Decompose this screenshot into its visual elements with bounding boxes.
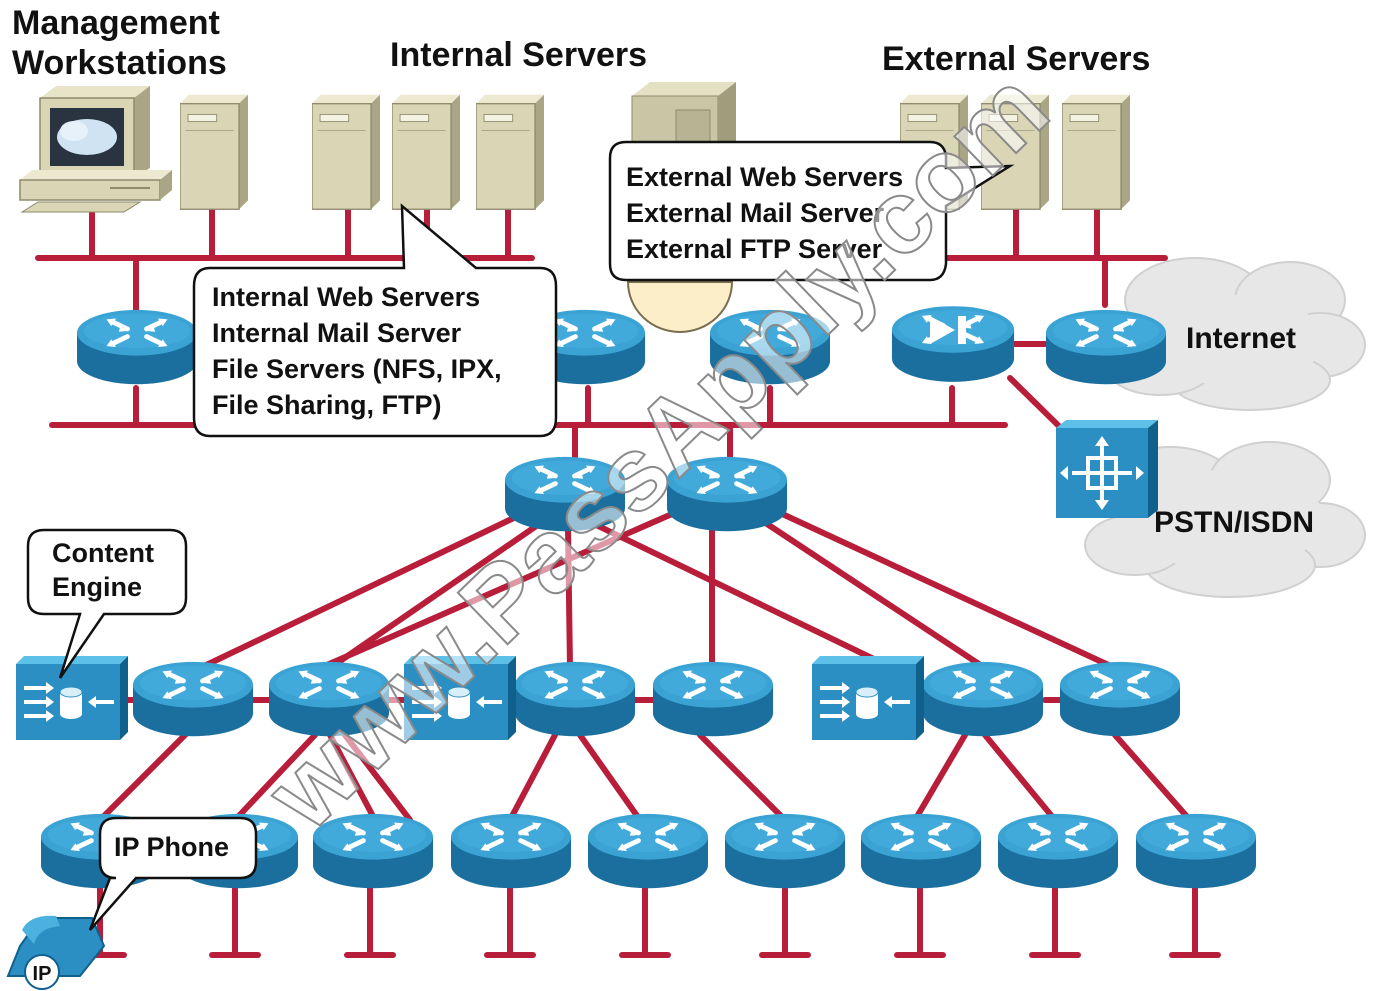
external-servers-heading: External Servers: [882, 40, 1150, 78]
distribution-router-icon: [1060, 662, 1180, 736]
internal-callout-line4: File Sharing, FTP): [212, 390, 442, 420]
ip-phone-label: IP Phone: [114, 832, 229, 862]
external-callout-line1: External Web Servers: [626, 162, 903, 192]
external-callout-line3: External FTP Server: [626, 234, 883, 264]
management-heading-line1: Management: [12, 4, 220, 42]
workstation-icon: [19, 86, 172, 213]
distribution-router-icon: [923, 662, 1043, 736]
external-callout-line2: External Mail Server: [626, 198, 885, 228]
access-router-icon: [861, 814, 981, 888]
internal-callout-line1: Internal Web Servers: [212, 282, 480, 312]
access-router-icon: [588, 814, 708, 888]
content-engine-icon: [16, 656, 128, 740]
content-engine-callout: [26, 528, 188, 679]
router-icon: [77, 310, 197, 384]
access-router-icon: [998, 814, 1118, 888]
access-router-icon: [1136, 814, 1256, 888]
distribution-router-icon: [653, 662, 773, 736]
internal-callout-line2: Internal Mail Server: [212, 318, 462, 348]
internal-callout-line3: File Servers (NFS, IPX,: [212, 354, 502, 384]
content-engine-label-line2: Engine: [52, 572, 142, 602]
access-router-icon: [725, 814, 845, 888]
internet-label: Internet: [1186, 322, 1296, 355]
content-engine-icon: [812, 656, 924, 740]
dmz-dome-icon: [626, 281, 734, 333]
management-server-icon: [180, 94, 248, 210]
internal-server-icon: [312, 94, 380, 210]
access-router-icon: [451, 814, 571, 888]
internet-router-icon: [1046, 310, 1166, 384]
access-server-icon: [1056, 420, 1158, 518]
ip-badge-label: IP: [33, 963, 52, 985]
distribution-router-icon: [133, 662, 253, 736]
ip-phone-callout: [88, 816, 258, 931]
distribution-router-icon: [515, 662, 635, 736]
external-callout: [608, 140, 1015, 282]
external-server-icon: [1062, 94, 1130, 210]
ip-phone-icon: IP: [6, 915, 106, 990]
internal-callout: [192, 203, 558, 438]
content-engine-label-line1: Content: [52, 538, 154, 568]
internal-server-icon: [392, 94, 460, 210]
pstn-isdn-label: PSTN/ISDN: [1154, 506, 1314, 539]
internal-servers-heading: Internal Servers: [390, 36, 647, 74]
management-heading-line2: Workstations: [12, 44, 227, 82]
internal-server-icon: [476, 94, 544, 210]
vpn-router-icon: [892, 306, 1014, 382]
